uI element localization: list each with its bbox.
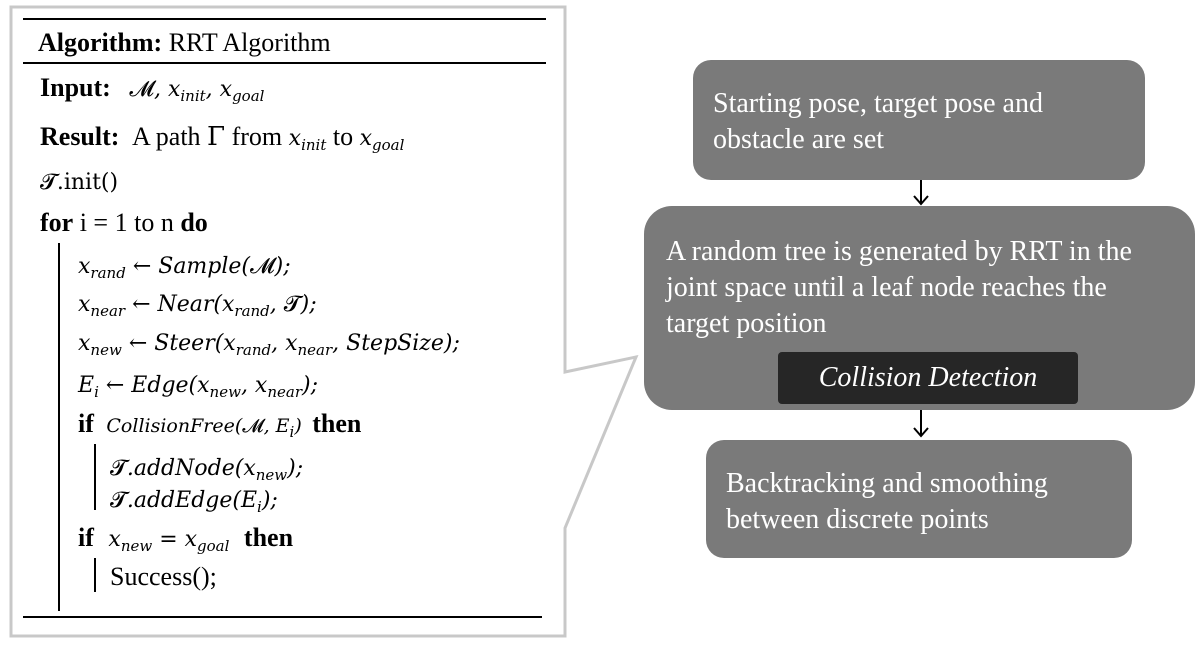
line-edge: Ei ← Edge(xnew, xnear); [78,373,318,401]
top-rule [23,18,546,20]
for-line: for i = 1 to n do [40,208,208,237]
algorithm-input: Input: 𝓜, xinit, xgoal [40,73,265,105]
collision-detection-box: Collision Detection [778,352,1078,404]
flow-step-backtrack: Backtracking and smoothing between discr… [706,440,1132,558]
for-body-bar [58,243,60,611]
line-sample: xrand ← Sample(𝓜); [78,254,291,282]
line-addnode: 𝓣.addNode(xnew); [110,456,304,484]
if1-body-bar [94,444,96,510]
arrow-down-icon [913,180,929,206]
line-addedge: 𝓣.addEdge(Ei); [110,488,278,516]
collision-detection-label: Collision Detection [818,362,1038,393]
title-rule [23,62,546,64]
line-success: Success(); [110,562,217,591]
bottom-rule [23,616,542,618]
if-collision-line: if CollisionFree(𝓜, Ei) then [78,409,362,441]
if-goal-line: if xnew = xgoal then [78,523,294,555]
input-value: 𝓜, xinit, xgoal [129,77,265,105]
line-near: xnear ← Near(xrand, 𝓣); [78,292,317,320]
flow-step-rrt-label: A random tree is generated by RRT in the… [666,236,1132,339]
flow-step-start-label: Starting pose, target pose and obstacle … [713,88,1043,155]
algorithm-result: Result: A path Γ from xinit to xgoal [40,122,405,154]
if2-body-bar [94,558,96,592]
algorithm-title: Algorithm: RRT Algorithm [38,28,331,57]
flow-step-backtrack-label: Backtracking and smoothing between discr… [726,468,1048,535]
arrow-down-icon [913,410,929,438]
algorithm-init-line: 𝓣.init() [40,170,119,195]
flow-step-start: Starting pose, target pose and obstacle … [693,60,1145,180]
line-steer: xnew ← Steer(xrand, xnear, StepSize); [78,331,460,359]
